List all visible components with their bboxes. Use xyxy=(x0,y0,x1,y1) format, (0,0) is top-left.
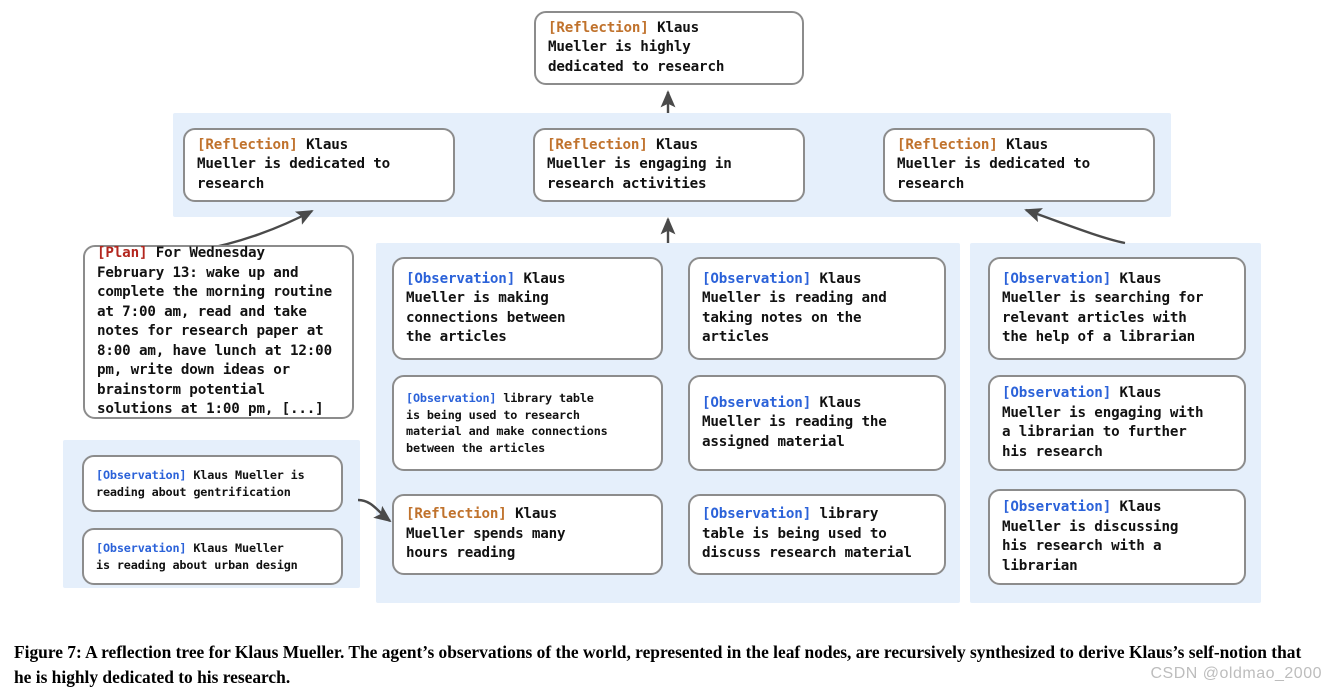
node-body: Klaus Mueller is reading about urban des… xyxy=(96,541,298,572)
node-body: Klaus Mueller is searching for relevant … xyxy=(1002,270,1204,346)
node-text: [Reflection] Klaus Mueller is dedicated … xyxy=(897,136,1090,195)
tag-observation: [Observation] xyxy=(96,468,187,482)
node-body: Klaus Mueller is highly dedicated to res… xyxy=(548,19,725,75)
node-text: [Reflection] Klaus Mueller is dedicated … xyxy=(197,136,390,195)
tag-observation: [Observation] xyxy=(702,394,812,411)
node-root-reflection[interactable]: [Reflection] Klaus Mueller is highly ded… xyxy=(534,11,804,85)
node-body: Klaus Mueller is reading about gentrific… xyxy=(96,468,305,499)
node-text: [Observation] Klaus Mueller is searching… xyxy=(1002,270,1204,348)
tag-observation: [Observation] xyxy=(702,270,812,287)
tag-reflection: [Reflection] xyxy=(406,506,507,523)
tag-observation: [Observation] xyxy=(1002,499,1112,515)
node-text: [Observation] Klaus Mueller is making co… xyxy=(406,270,566,348)
node-plan[interactable]: [Plan] For Wednesday February 13: wake u… xyxy=(83,245,354,419)
node-observation-urban-design[interactable]: [Observation] Klaus Mueller is reading a… xyxy=(82,528,343,585)
node-text: [Observation] Klaus Mueller is reading a… xyxy=(96,540,298,573)
tag-reflection: [Reflection] xyxy=(548,19,649,36)
node-text: [Observation] library table is being use… xyxy=(702,505,912,564)
node-observation-discussing-research[interactable]: [Observation] Klaus Mueller is discussin… xyxy=(988,489,1246,585)
node-observation-library-table-connections[interactable]: [Observation] library table is being use… xyxy=(392,375,663,471)
node-text: [Reflection] Klaus Mueller spends many h… xyxy=(406,505,566,564)
tag-observation: [Observation] xyxy=(406,391,497,405)
node-observation-reading-notes[interactable]: [Observation] Klaus Mueller is reading a… xyxy=(688,257,946,360)
node-body: For Wednesday February 13: wake up and c… xyxy=(97,245,332,418)
node-text: [Reflection] Klaus Mueller is highly ded… xyxy=(548,19,724,78)
node-body: Klaus Mueller is making connections betw… xyxy=(406,270,566,346)
node-text: [Observation] Klaus Mueller is reading a… xyxy=(702,270,887,348)
node-observation-assigned-material[interactable]: [Observation] Klaus Mueller is reading t… xyxy=(688,375,946,471)
node-body: Klaus Mueller is dedicated to research xyxy=(897,136,1091,192)
node-observation-engaging-librarian[interactable]: [Observation] Klaus Mueller is engaging … xyxy=(988,375,1246,471)
node-body: Klaus Mueller is discussing his research… xyxy=(1002,499,1179,574)
node-text: [Plan] For Wednesday February 13: wake u… xyxy=(97,244,332,420)
node-reflection-middle[interactable]: [Reflection] Klaus Mueller is engaging i… xyxy=(533,128,805,202)
node-body: Klaus Mueller is engaging with a librari… xyxy=(1002,385,1204,460)
tag-reflection: [Reflection] xyxy=(897,136,998,153)
tag-reflection: [Reflection] xyxy=(197,136,298,153)
node-reflection-hours-reading[interactable]: [Reflection] Klaus Mueller spends many h… xyxy=(392,494,663,575)
node-body: Klaus Mueller spends many hours reading xyxy=(406,506,566,562)
tag-observation: [Observation] xyxy=(702,506,812,523)
node-observation-library-table-discuss[interactable]: [Observation] library table is being use… xyxy=(688,494,946,575)
tag-observation: [Observation] xyxy=(96,541,187,555)
tag-observation: [Observation] xyxy=(1002,385,1112,401)
node-text: [Observation] Klaus Mueller is reading t… xyxy=(702,394,887,453)
node-text: [Observation] Klaus Mueller is engaging … xyxy=(1002,384,1204,462)
node-observation-searching-articles[interactable]: [Observation] Klaus Mueller is searching… xyxy=(988,257,1246,360)
node-text: [Observation] Klaus Mueller is reading a… xyxy=(96,467,305,500)
node-observation-gentrification[interactable]: [Observation] Klaus Mueller is reading a… xyxy=(82,455,343,512)
figure-caption: Figure 7: A reflection tree for Klaus Mu… xyxy=(14,642,1302,687)
tag-observation: [Observation] xyxy=(406,270,516,287)
node-body: Klaus Mueller is engaging in research ac… xyxy=(547,136,732,192)
node-reflection-right[interactable]: [Reflection] Klaus Mueller is dedicated … xyxy=(883,128,1155,202)
node-text: [Reflection] Klaus Mueller is engaging i… xyxy=(547,136,732,195)
node-reflection-left[interactable]: [Reflection] Klaus Mueller is dedicated … xyxy=(183,128,455,202)
tag-observation: [Observation] xyxy=(1002,270,1112,287)
node-text: [Observation] library table is being use… xyxy=(406,390,608,456)
node-body: library table is being used to research … xyxy=(406,391,608,455)
tag-reflection: [Reflection] xyxy=(547,136,648,153)
node-body: library table is being used to discuss r… xyxy=(702,506,912,562)
node-text: [Observation] Klaus Mueller is discussin… xyxy=(1002,498,1178,576)
node-body: Klaus Mueller is dedicated to research xyxy=(197,136,391,192)
tag-plan: [Plan] xyxy=(97,245,148,262)
node-observation-connections[interactable]: [Observation] Klaus Mueller is making co… xyxy=(392,257,663,360)
watermark: CSDN @oldmao_2000 xyxy=(1150,665,1322,682)
node-body: Klaus Mueller is reading and taking note… xyxy=(702,270,887,346)
node-body: Klaus Mueller is reading the assigned ma… xyxy=(702,394,887,450)
